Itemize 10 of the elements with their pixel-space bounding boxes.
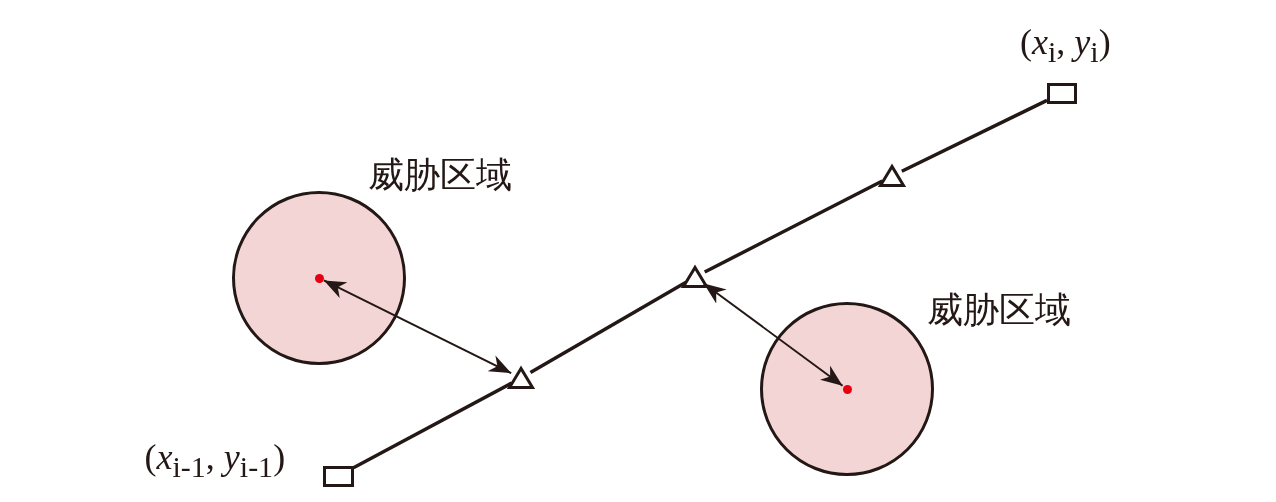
zone-label: 威胁区域 — [927, 289, 1071, 332]
path-line — [703, 179, 884, 274]
distance-arrow — [702, 282, 844, 387]
coordinate-label: (x$_{i}$, y$_{i}$) — [1020, 20, 1111, 69]
coordinate-label: (x$_{i-1}$, y$_{i-1}$) — [144, 435, 286, 484]
distance-arrow — [322, 279, 513, 375]
zone-label: 威胁区域 — [368, 154, 512, 197]
path-line — [529, 280, 687, 375]
path-line — [901, 98, 1048, 173]
path-line — [352, 381, 513, 470]
